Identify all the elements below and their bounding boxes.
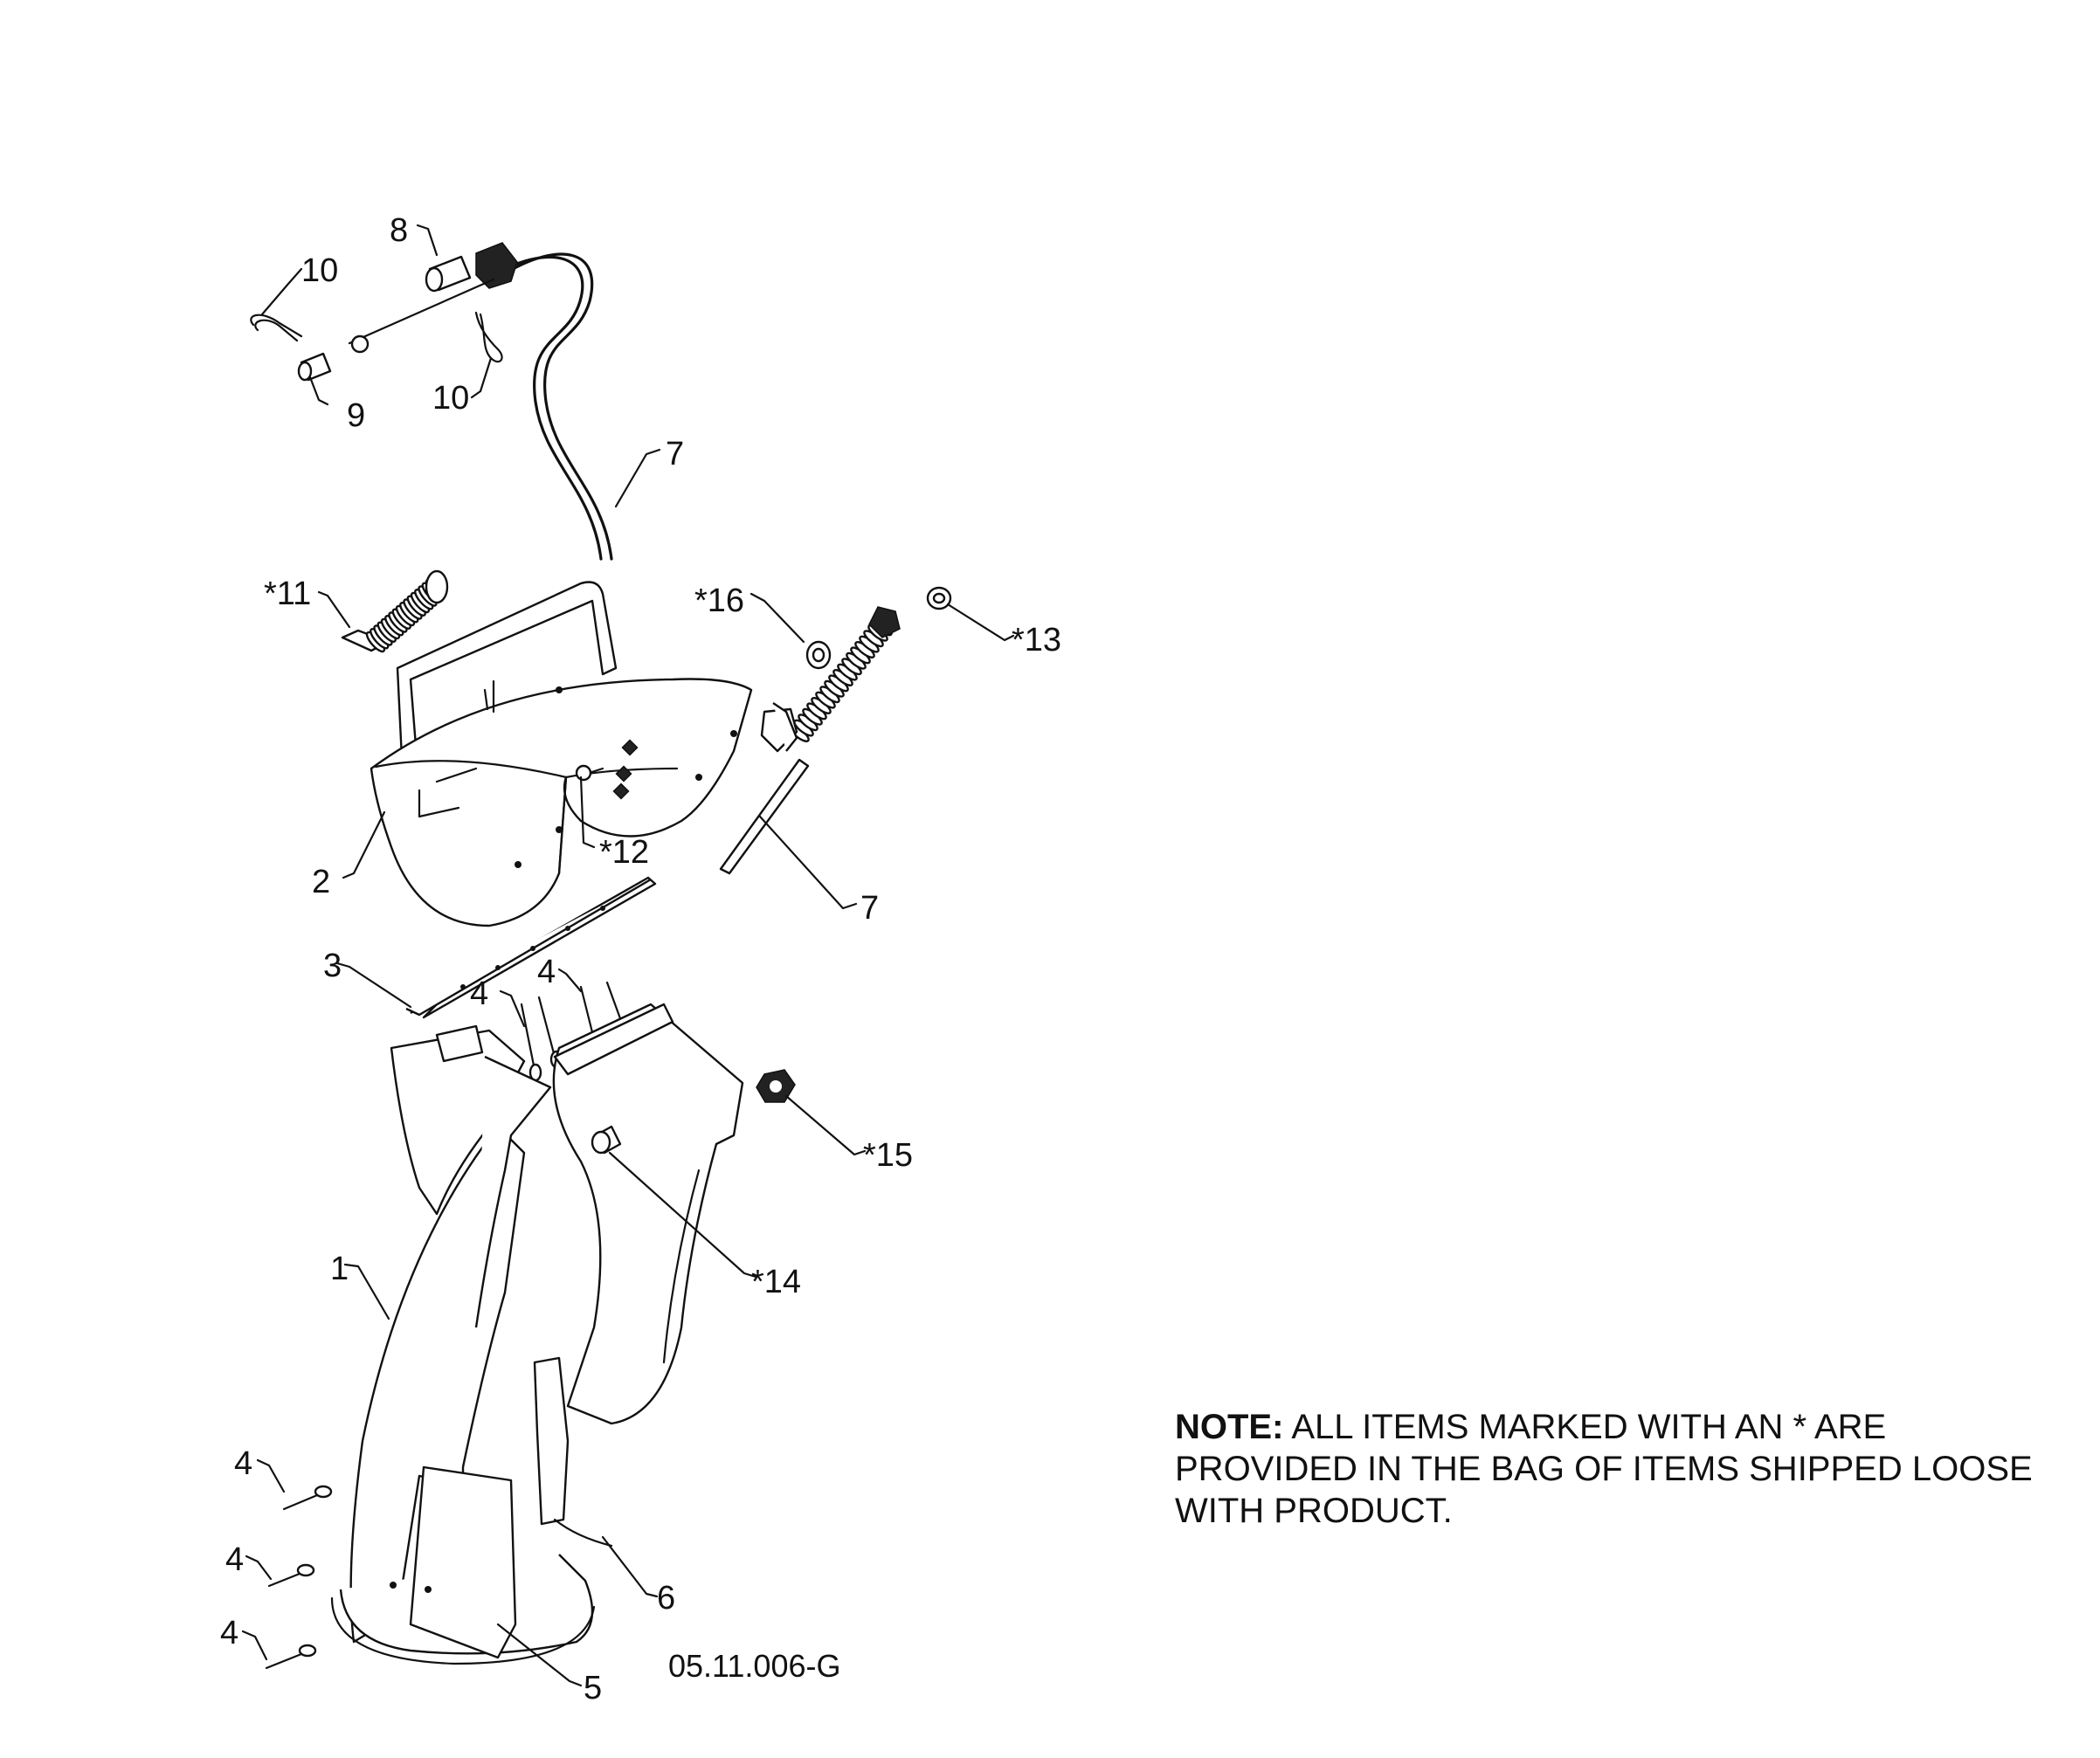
chute-liner-6 <box>533 1356 613 1548</box>
adjustment-rod-7 <box>719 606 901 875</box>
callout-15: *15 <box>863 1137 913 1174</box>
callout-9: 9 <box>347 397 365 434</box>
callout-8: 8 <box>390 212 408 249</box>
callout-4c: 4 <box>234 1445 252 1482</box>
callout-13: *13 <box>1012 622 1061 658</box>
note-heading: NOTE: <box>1175 1408 1284 1446</box>
chute-body-1 <box>330 1003 744 1665</box>
hinge-plate-3 <box>405 876 657 1019</box>
callout-14: *14 <box>751 1264 801 1300</box>
clip-10b <box>474 311 503 363</box>
chute-liner-5 <box>390 1465 517 1659</box>
callout-4b: 4 <box>537 954 556 990</box>
assembly-note: NOTE: ALL ITEMS MARKED WITH AN * ARE PRO… <box>1175 1406 2057 1532</box>
washer-16 <box>805 640 832 670</box>
callout-7a: 7 <box>666 436 684 472</box>
callout-4e: 4 <box>220 1615 238 1651</box>
callout-4a: 4 <box>470 976 488 1012</box>
callout-16: *16 <box>694 583 744 619</box>
pin-8 <box>425 255 472 293</box>
pin-9 <box>297 352 332 382</box>
leader-lines <box>241 224 1015 1687</box>
callout-10b: 10 <box>432 380 469 417</box>
callout-7b: 7 <box>860 890 879 927</box>
callout-1: 1 <box>330 1251 349 1287</box>
hinge-pin-14 <box>591 1125 622 1155</box>
rivets-4-side <box>265 1485 333 1670</box>
note-text: ALL ITEMS MARKED WITH AN * ARE PROVIDED … <box>1175 1408 2033 1530</box>
callout-12: *12 <box>599 834 649 871</box>
callout-4d: 4 <box>225 1541 244 1578</box>
callout-5: 5 <box>584 1670 602 1706</box>
cable-assembly <box>348 242 613 561</box>
nut-13 <box>926 586 952 610</box>
clip-10a <box>250 314 303 342</box>
spring-11 <box>341 569 449 653</box>
chute-deflector-2 <box>370 581 753 927</box>
callout-labels: 10 8 9 10 7 *11 *16 *13 2 *12 7 3 4 4 *1… <box>220 212 1061 1706</box>
callout-6: 6 <box>657 1580 675 1617</box>
callout-2: 2 <box>312 864 330 900</box>
callout-10a: 10 <box>301 252 338 289</box>
callout-11: *11 <box>264 576 311 612</box>
callout-3: 3 <box>323 948 342 984</box>
drawing-number: 05.11.006-G <box>668 1648 841 1684</box>
nut-15 <box>756 1069 796 1103</box>
